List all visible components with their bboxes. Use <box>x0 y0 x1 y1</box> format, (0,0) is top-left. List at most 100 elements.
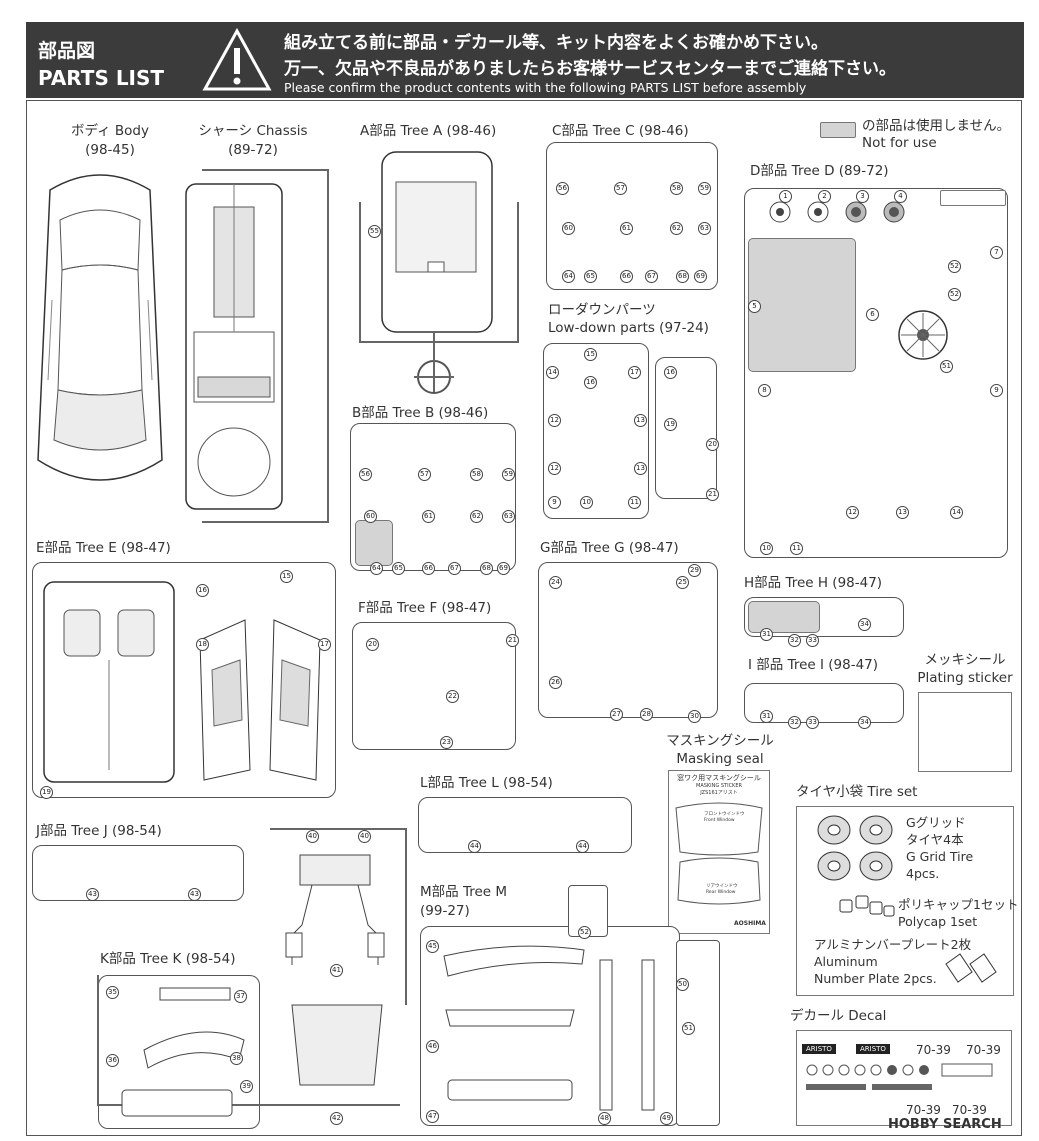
notice-line-1: 組み立てる前に部品・デカール等、キット内容をよくお確かめ下さい。 <box>284 33 828 53</box>
part-number-43: 43 <box>188 888 201 901</box>
watermark: HOBBY SEARCH <box>888 1117 1002 1132</box>
body-code: (98-45) <box>85 142 135 158</box>
part-number-62: 62 <box>470 510 483 523</box>
tree-d-wheel-drawing <box>898 310 948 360</box>
body-shell-drawing <box>37 174 163 481</box>
part-number-63: 63 <box>698 222 711 235</box>
lowdown-label-en: Low-down parts (97-24) <box>548 320 709 336</box>
part-number-69: 69 <box>497 562 510 575</box>
tree-c-label: C部品 Tree C (98-46) <box>552 123 689 139</box>
tree-k-frame-right <box>270 828 407 1086</box>
part-number-44: 44 <box>576 840 589 853</box>
part-number-23: 23 <box>440 736 453 749</box>
part-number-7: 7 <box>990 246 1003 259</box>
part-number-59: 59 <box>698 182 711 195</box>
part-number-55: 55 <box>368 225 381 238</box>
part-number-25: 25 <box>676 576 689 589</box>
decal-label: デカール Decal <box>790 1008 887 1024</box>
part-number-31: 31 <box>760 628 773 641</box>
tree-k-parts <box>121 987 245 1117</box>
part-number-8: 8 <box>758 384 771 397</box>
plate-en-1: Aluminum <box>814 954 878 969</box>
tree-e-floor-drawing <box>43 581 175 783</box>
decal-plate-3: 70-39 <box>906 1103 941 1117</box>
part-number-12: 12 <box>548 462 561 475</box>
part-number-51: 51 <box>682 1022 695 1035</box>
part-number-68: 68 <box>676 270 689 283</box>
part-number-41: 41 <box>330 964 343 977</box>
masking-rear-label-en: Rear Window <box>706 890 736 895</box>
part-number-49: 49 <box>660 1112 673 1125</box>
part-number-34: 34 <box>858 716 871 729</box>
chassis-code: (89-72) <box>228 142 278 158</box>
body-label: ボディ Body <box>71 123 149 139</box>
masking-sheet-title: 窓ワク用マスキングシール <box>677 774 761 782</box>
chassis-drawing <box>185 169 329 523</box>
plate-en-2: Number Plate 2pcs. <box>814 971 937 986</box>
tree-b-unused-cell <box>355 520 393 566</box>
part-number-22: 22 <box>446 690 459 703</box>
tree-j-frame <box>32 845 244 901</box>
part-number-50: 50 <box>676 978 689 991</box>
tree-d-tab <box>940 190 1006 206</box>
part-number-37: 37 <box>234 990 247 1003</box>
part-number-24: 24 <box>549 576 562 589</box>
part-number-2: 2 <box>818 190 831 203</box>
notice-line-3: Please confirm the product contents with… <box>284 80 807 95</box>
polycap-drawing <box>839 895 895 917</box>
decal-plate-2: 70-39 <box>966 1043 1001 1057</box>
part-number-5: 5 <box>748 300 761 313</box>
part-number-42: 42 <box>330 1112 343 1125</box>
part-number-29: 29 <box>688 564 701 577</box>
part-number-10: 10 <box>760 542 773 555</box>
part-number-9: 9 <box>990 384 1003 397</box>
masking-label-en: Masking seal <box>676 751 764 767</box>
part-number-68: 68 <box>480 562 493 575</box>
part-number-58: 58 <box>470 468 483 481</box>
part-number-43: 43 <box>86 888 99 901</box>
tree-g-label: G部品 Tree G (98-47) <box>540 540 679 556</box>
polycap-jp: ポリキャップ1セット <box>898 897 1019 912</box>
plate-jp: アルミナンバープレート2枚 <box>814 937 972 952</box>
tree-i-label: I 部品 Tree I (98-47) <box>748 657 879 673</box>
part-number-52: 52 <box>948 288 961 301</box>
part-number-39: 39 <box>240 1080 253 1093</box>
part-number-26: 26 <box>549 676 562 689</box>
part-number-60: 60 <box>562 222 575 235</box>
part-number-9: 9 <box>548 496 561 509</box>
part-number-56: 56 <box>556 182 569 195</box>
masking-front-label-en: Front Window <box>704 818 735 823</box>
header-banner: 部品図 PARTS LIST 組み立てる前に部品・デカール等、キット内容をよくお… <box>26 22 1024 98</box>
part-number-11: 11 <box>790 542 803 555</box>
tree-d-label: D部品 Tree D (89-72) <box>750 163 889 179</box>
tree-a-label: A部品 Tree A (98-46) <box>360 123 497 139</box>
part-number-16: 16 <box>196 584 209 597</box>
title-jp: 部品図 <box>38 40 96 62</box>
part-number-18: 18 <box>196 638 209 651</box>
masking-brand: AOSHIMA <box>734 920 766 927</box>
part-number-17: 17 <box>318 638 331 651</box>
part-number-40: 40 <box>306 830 319 843</box>
tree-c-frame <box>546 142 718 290</box>
part-number-56: 56 <box>359 468 372 481</box>
part-number-64: 64 <box>562 270 575 283</box>
tree-h-label: H部品 Tree H (98-47) <box>744 575 883 591</box>
tree-m-label: M部品 Tree M <box>420 884 508 900</box>
plating-label-en: Plating sticker <box>917 670 1013 686</box>
masking-rear-label: リアウインドウ <box>706 884 738 889</box>
tree-h-unused-cell <box>748 601 820 633</box>
tire-en-1: G Grid Tire <box>906 849 974 864</box>
part-number-14: 14 <box>546 366 559 379</box>
part-number-69: 69 <box>694 270 707 283</box>
part-number-62: 62 <box>670 222 683 235</box>
part-number-33: 33 <box>806 634 819 647</box>
tree-f-frame <box>352 622 516 750</box>
part-number-32: 32 <box>788 716 801 729</box>
tire-set-label: タイヤ小袋 Tire set <box>796 784 918 800</box>
notice-line-2: 万一、欠品や不良品がありましたらお客様サービスセンターまでご連絡下さい。 <box>284 59 896 79</box>
tree-f-label: F部品 Tree F (98-47) <box>358 600 492 616</box>
tree-j-label: J部品 Tree J (98-54) <box>36 823 162 839</box>
part-number-66: 66 <box>620 270 633 283</box>
part-number-59: 59 <box>502 468 515 481</box>
part-number-4: 4 <box>894 190 907 203</box>
